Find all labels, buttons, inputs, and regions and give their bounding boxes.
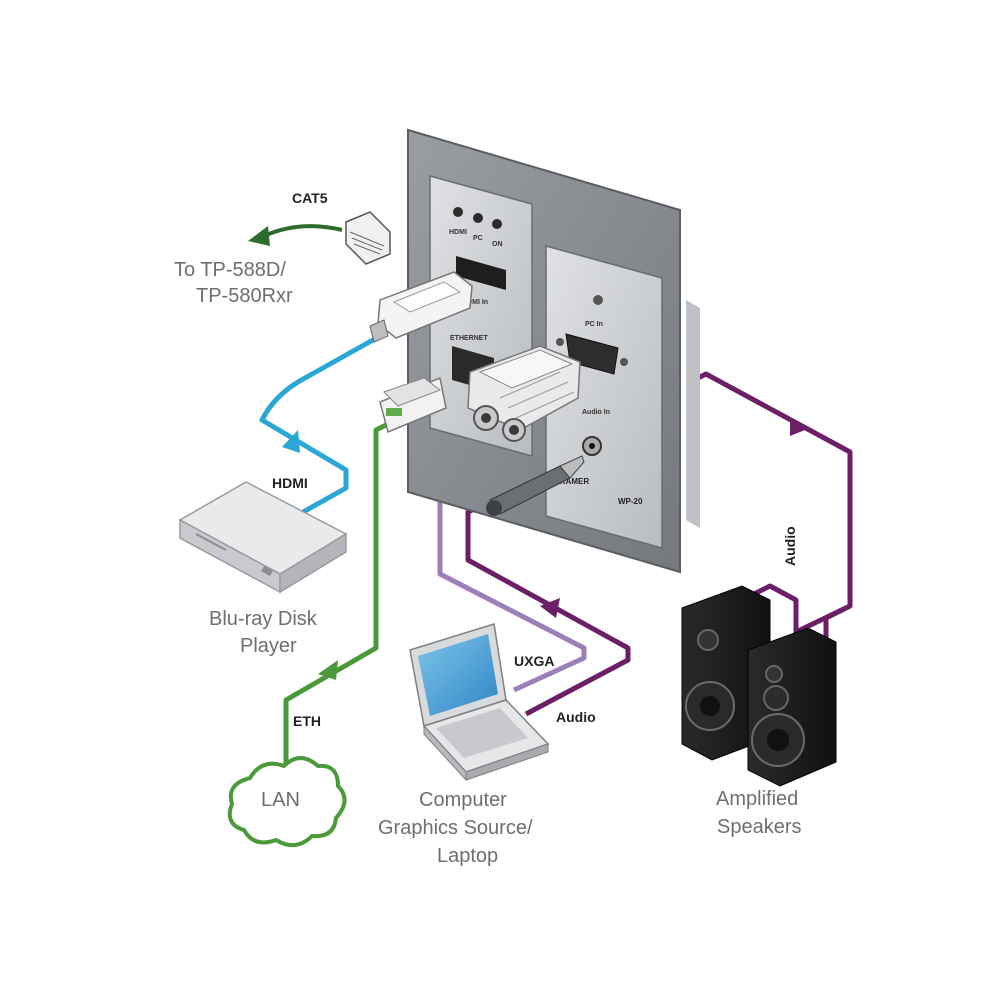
to-receiver-label-line1: To TP-588D/	[174, 259, 286, 281]
hdmi-in-label: HDMI In	[462, 299, 488, 306]
cloud-icon	[227, 756, 347, 848]
ethernet-label: ETHERNET	[450, 335, 488, 342]
audio-speakers-arrow	[790, 418, 810, 436]
bluray-label-line2: Player	[240, 635, 297, 657]
to-receiver-label-line2: TP-580Rxr	[196, 285, 293, 307]
audio-in-label: Audio In	[582, 409, 610, 416]
led-pc-label: PC	[473, 235, 483, 242]
eth-label: ETH	[293, 713, 321, 729]
led-on	[492, 219, 502, 229]
audio-laptop-arrow	[540, 598, 560, 618]
cat5-label: CAT5	[292, 190, 328, 206]
audio-plug	[486, 455, 585, 516]
led-on-label: ON	[492, 241, 503, 248]
cat5-cable-arrow	[248, 226, 270, 246]
bluray-player-icon	[178, 481, 348, 594]
led-hdmi-label: HDMI	[449, 229, 467, 236]
hdmi-plug	[369, 271, 473, 343]
rj45-plug	[379, 376, 447, 434]
speakers-icon	[681, 585, 837, 787]
computer-label-line1: Computer	[419, 789, 507, 811]
eth-cable-arrow	[318, 660, 338, 680]
laptop-icon	[409, 623, 550, 782]
pc-in-screw	[593, 295, 603, 305]
computer-label-line3: Laptop	[437, 845, 498, 867]
audio-laptop-label: Audio	[556, 709, 596, 725]
speakers-label-line2: Speakers	[717, 816, 802, 838]
audio-speakers-cable-b	[740, 583, 852, 635]
rj45-connector-icon	[345, 211, 391, 265]
computer-label-line2: Graphics Source/	[378, 817, 533, 839]
hdmi-cable-arrow	[282, 430, 300, 453]
hdmi-port	[456, 256, 506, 290]
brand-label: KRAMER	[554, 477, 589, 486]
led-pc	[473, 213, 483, 223]
pc-in-label: PC In	[585, 321, 603, 328]
hdmi-cable	[259, 333, 382, 519]
bluray-label-line1: Blu-ray Disk	[209, 608, 318, 630]
hdmi-label: HDMI	[272, 475, 308, 491]
eth-cable	[283, 421, 390, 768]
audio-speakers-label: Audio	[782, 526, 798, 566]
model-label: WP-20	[618, 497, 643, 506]
led-hdmi	[453, 207, 463, 217]
vga-plug	[467, 345, 581, 442]
uxga-label: UXGA	[514, 653, 554, 669]
speakers-label-line1: Amplified	[716, 788, 798, 810]
lan-label: LAN	[261, 789, 300, 811]
cat5-cable	[263, 224, 343, 238]
